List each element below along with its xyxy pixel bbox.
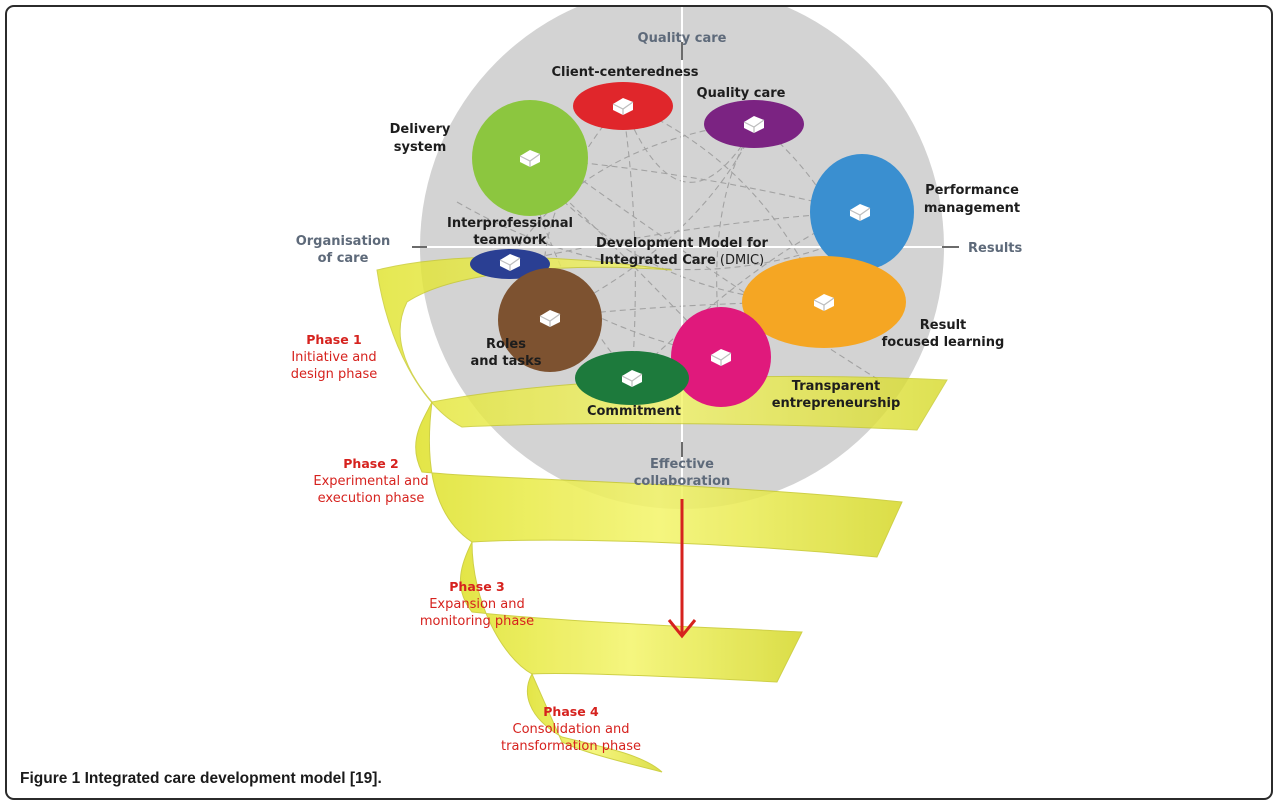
label-result-learning-2: focused learning — [882, 335, 1005, 350]
cluster-transparent-entrepreneurship — [671, 307, 771, 407]
label-quality-care: Quality care — [697, 86, 786, 101]
label-delivery-system: Delivery — [390, 122, 451, 137]
cluster-quality-care — [704, 100, 804, 148]
center-title-line1: Development Model for — [596, 236, 769, 251]
label-transparent: Transparent — [792, 379, 880, 394]
figure-frame: Quality care Organisation of care Result… — [5, 5, 1273, 800]
center-title-bold: Integrated Care — [600, 253, 716, 268]
phase-3-line1: Expansion and — [429, 597, 525, 612]
axis-label-left-2: of care — [318, 251, 369, 266]
phase-3-line2: monitoring phase — [420, 614, 534, 629]
phase-4-line1: Consolidation and — [513, 722, 630, 737]
label-client-centeredness: Client-centeredness — [551, 65, 698, 80]
phase-1-line1: Initiative and — [291, 350, 376, 365]
cluster-commitment — [575, 351, 689, 405]
axis-label-top: Quality care — [638, 31, 727, 46]
label-interprofessional: Interprofessional — [447, 216, 573, 231]
figure-caption-bold: Figure 1 Integrated care development mod… — [20, 770, 382, 787]
phase-2-title: Phase 2 — [343, 456, 398, 471]
axis-label-bottom: Effective — [650, 457, 714, 472]
cluster-result-focused-learning — [742, 256, 906, 348]
cluster-client-centeredness — [573, 82, 673, 130]
cluster-delivery-system — [472, 100, 588, 216]
figure-caption: Figure 1 Integrated care development mod… — [20, 770, 382, 788]
phase-3-title: Phase 3 — [449, 579, 504, 594]
cluster-roles-and-tasks — [498, 268, 602, 372]
phase-2-line1: Experimental and — [313, 474, 428, 489]
phase-4-line2: transformation phase — [501, 739, 641, 754]
label-commitment: Commitment — [587, 404, 681, 419]
label-roles-tasks: Roles — [486, 337, 526, 352]
label-transparent-2: entrepreneurship — [772, 396, 901, 411]
label-delivery-system-2: system — [394, 140, 447, 155]
phase-4-title: Phase 4 — [543, 704, 599, 719]
label-roles-tasks-2: and tasks — [471, 354, 542, 369]
phase-1-title: Phase 1 — [306, 332, 361, 347]
axis-label-bottom-2: collaboration — [634, 474, 731, 489]
cluster-performance-management — [810, 154, 914, 270]
center-title-tail: (DMIC) — [716, 253, 764, 268]
phase-ribbon — [376, 256, 948, 773]
label-result-learning: Result — [920, 318, 967, 333]
axis-label-left: Organisation — [296, 234, 391, 249]
phase-1-line2: design phase — [291, 367, 378, 382]
label-performance-management-2: management — [924, 201, 1020, 216]
label-performance-management: Performance — [925, 183, 1019, 198]
label-interprofessional-2: teamwork — [473, 233, 547, 248]
cluster-interprofessional-teamwork — [470, 249, 550, 279]
dmic-diagram: Quality care Organisation of care Result… — [291, 7, 1022, 773]
axis-ticks — [412, 42, 959, 457]
axis-label-right: Results — [968, 241, 1022, 256]
center-title-line2: Integrated Care (DMIC) — [600, 253, 764, 268]
phase-2-line2: execution phase — [318, 491, 425, 506]
phase-arrow — [667, 499, 697, 639]
